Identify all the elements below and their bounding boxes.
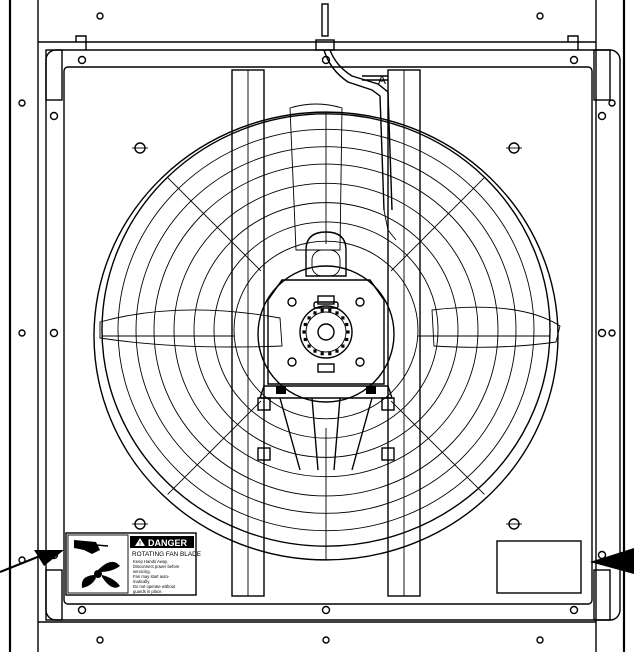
- shaft-tooth: [303, 322, 307, 327]
- shaft-tooth: [320, 308, 324, 312]
- motor-assembly: [257, 231, 395, 471]
- warning-line: Fan may start auto-: [133, 574, 170, 579]
- warning-line: servicing.: [133, 569, 151, 574]
- letter-marker-label: A: [378, 73, 386, 87]
- shaft-tooth: [335, 311, 339, 315]
- fan-guard-spokes: [102, 112, 550, 560]
- hand-icon: [74, 540, 109, 554]
- shaft-tooth: [341, 344, 345, 348]
- shaft-tooth: [302, 330, 306, 334]
- shaft-tooth: [307, 344, 311, 348]
- shaft-tooth: [346, 330, 350, 334]
- shaft-tooth: [328, 308, 332, 312]
- warning-line: Disconnect power before: [133, 564, 180, 569]
- guard-spoke: [167, 400, 262, 495]
- outer-housing: [8, 0, 626, 652]
- shaft-tooth: [313, 311, 317, 315]
- guard-mounting-holes: [132, 142, 522, 530]
- motor-mount-brackets: [231, 69, 421, 597]
- shaft-tooth: [345, 337, 349, 342]
- right-pointer-arrow: [590, 548, 634, 574]
- shaft-tooth: [328, 352, 332, 356]
- warning-line: matically.: [133, 579, 150, 584]
- guard-spoke: [167, 177, 262, 272]
- warning-triangle-icon: !: [130, 536, 194, 548]
- warning-line: guards in place.: [133, 589, 163, 594]
- guard-spoke: [390, 400, 485, 495]
- shaft-tooth: [313, 349, 317, 353]
- warning-label: ! DANGER ROTATING FAN BLADE Keep Hands A…: [65, 532, 201, 596]
- shaft-tooth: [335, 349, 339, 353]
- shaft-tooth: [341, 316, 345, 320]
- shaft-tooth: [307, 316, 311, 320]
- shaft-tooth: [303, 337, 307, 342]
- fan-blade-icon: [81, 561, 120, 588]
- fan-blades: [99, 103, 561, 348]
- guard-spoke: [390, 177, 485, 272]
- shaft-tooth: [320, 352, 324, 356]
- warning-line: Do not operate without: [133, 584, 176, 589]
- power-cord: [315, 3, 397, 241]
- shaft-tooth: [345, 322, 349, 327]
- svg-text:!: !: [139, 542, 141, 548]
- motor-shaft-teeth: [302, 308, 350, 356]
- letter-marker: A: [362, 73, 388, 87]
- warning-line: Keep Hands Away.: [133, 559, 168, 564]
- left-pointer-arrow: [0, 550, 64, 574]
- nameplate: [496, 540, 582, 594]
- warning-title: ROTATING FAN BLADE: [132, 551, 201, 558]
- warning-header: DANGER: [148, 538, 188, 548]
